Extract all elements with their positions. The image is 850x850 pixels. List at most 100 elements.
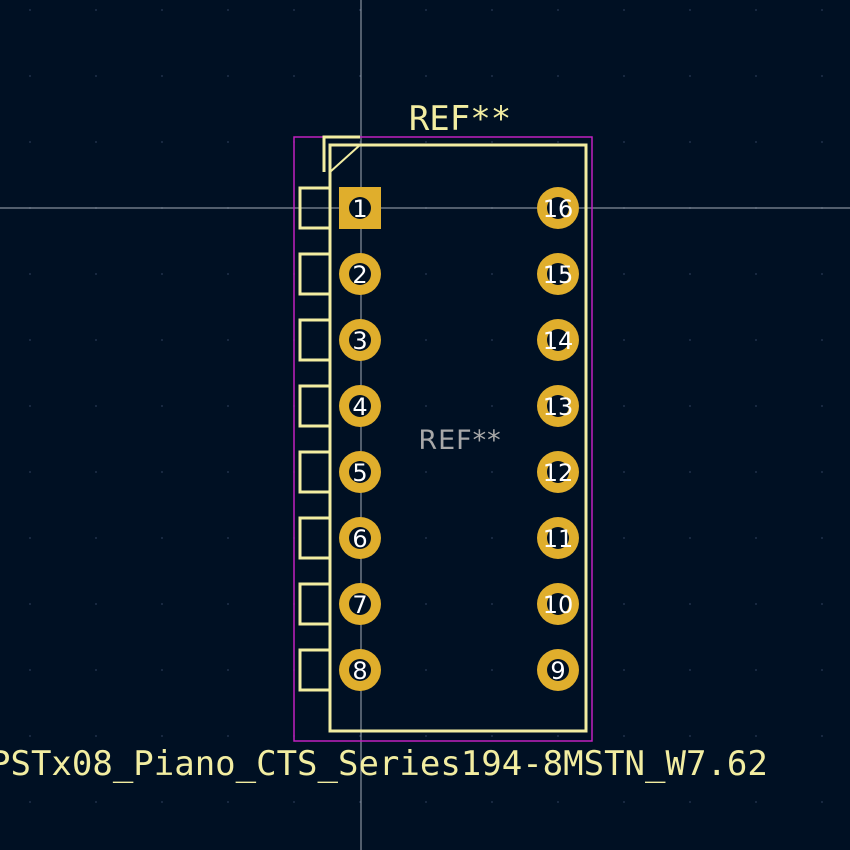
grid-dot	[821, 75, 823, 77]
grid-dot	[227, 339, 229, 341]
grid-dot	[161, 339, 163, 341]
grid-dot	[491, 405, 493, 407]
grid-dot	[821, 735, 823, 737]
grid-dot	[689, 9, 691, 11]
grid-dot	[29, 669, 31, 671]
pad-drill-hole	[349, 395, 371, 417]
grid-dot	[623, 735, 625, 737]
grid-dot	[491, 537, 493, 539]
grid-dot	[161, 9, 163, 11]
grid-dot	[95, 471, 97, 473]
pad-drill-hole	[349, 329, 371, 351]
grid-dot	[95, 273, 97, 275]
grid-dot	[227, 603, 229, 605]
grid-dot	[29, 9, 31, 11]
switch-actuator	[298, 516, 332, 560]
grid-dot	[689, 273, 691, 275]
switch-actuator	[298, 384, 332, 428]
grid-dot	[359, 735, 361, 737]
grid-dot	[227, 471, 229, 473]
grid-dot	[557, 75, 559, 77]
pad-drill-hole	[547, 329, 569, 351]
pad-drill-hole	[349, 527, 371, 549]
grid-dot	[29, 339, 31, 341]
reference-top-label[interactable]: REF**	[409, 99, 511, 139]
pad-drill-hole	[547, 461, 569, 483]
pad-number-label: 13	[543, 393, 574, 421]
grid-dot	[29, 603, 31, 605]
grid-dot	[689, 141, 691, 143]
grid-dot	[95, 735, 97, 737]
grid-dot	[689, 669, 691, 671]
grid-dot	[491, 141, 493, 143]
grid-dot	[161, 405, 163, 407]
pin1-corner-marker	[322, 135, 360, 172]
switch-actuator	[298, 186, 332, 230]
switch-actuator	[298, 252, 332, 296]
pad-drill-hole	[349, 593, 371, 615]
pad-drill-hole	[547, 395, 569, 417]
pad-number-label: 15	[543, 261, 574, 289]
pad-number-label: 9	[550, 657, 565, 685]
grid-dot	[293, 9, 295, 11]
grid-dot	[491, 273, 493, 275]
switch-actuator	[298, 318, 332, 362]
grid-dot	[227, 9, 229, 11]
grid-dot	[557, 801, 559, 803]
grid-dot	[557, 141, 559, 143]
courtyard-outline	[293, 136, 593, 742]
pad-number-label: 4	[352, 393, 367, 421]
switch-actuator	[298, 450, 332, 494]
grid-dot	[95, 141, 97, 143]
grid-dot	[491, 801, 493, 803]
grid-dot	[95, 603, 97, 605]
grid-dot	[425, 339, 427, 341]
grid-dot	[359, 141, 361, 143]
grid-dot	[689, 603, 691, 605]
grid-dot	[755, 471, 757, 473]
silkscreen-body-outline	[328, 143, 588, 733]
pad-drill-hole	[349, 197, 371, 219]
grid-dot	[161, 735, 163, 737]
reference-center-label[interactable]: REF**	[418, 425, 501, 456]
grid-dot	[755, 273, 757, 275]
grid-dot	[29, 471, 31, 473]
grid-dot	[425, 141, 427, 143]
grid-dot	[623, 471, 625, 473]
grid-dot	[821, 801, 823, 803]
grid-dot	[689, 405, 691, 407]
grid-dot	[425, 735, 427, 737]
pad-number-label: 5	[352, 459, 367, 487]
grid-dot	[161, 141, 163, 143]
grid-dot	[161, 471, 163, 473]
grid-dot	[821, 273, 823, 275]
grid-dot	[755, 405, 757, 407]
grid-dot	[29, 141, 31, 143]
grid-dot	[623, 75, 625, 77]
grid-dot	[227, 537, 229, 539]
grid-dot	[425, 537, 427, 539]
grid-dot	[689, 537, 691, 539]
grid-dot	[821, 537, 823, 539]
grid-dot	[491, 669, 493, 671]
grid-dot	[227, 75, 229, 77]
grid-dot	[689, 75, 691, 77]
grid-dot	[293, 801, 295, 803]
pad-number-label: 16	[543, 195, 574, 223]
pin1-chamfer-line	[329, 144, 361, 173]
grid-dot	[95, 537, 97, 539]
grid-dot	[821, 405, 823, 407]
grid-dot	[491, 75, 493, 77]
pad-drill-hole	[547, 527, 569, 549]
footprint-name-label[interactable]: PSTx08_Piano_CTS_Series194-8MSTN_W7.62	[0, 744, 768, 784]
grid-dot	[161, 669, 163, 671]
grid-dot	[161, 537, 163, 539]
grid-dot	[29, 801, 31, 803]
pad-drill-hole	[349, 659, 371, 681]
grid-dot	[755, 603, 757, 605]
grid-dot	[425, 405, 427, 407]
grid-dot	[623, 801, 625, 803]
grid-dot	[29, 735, 31, 737]
